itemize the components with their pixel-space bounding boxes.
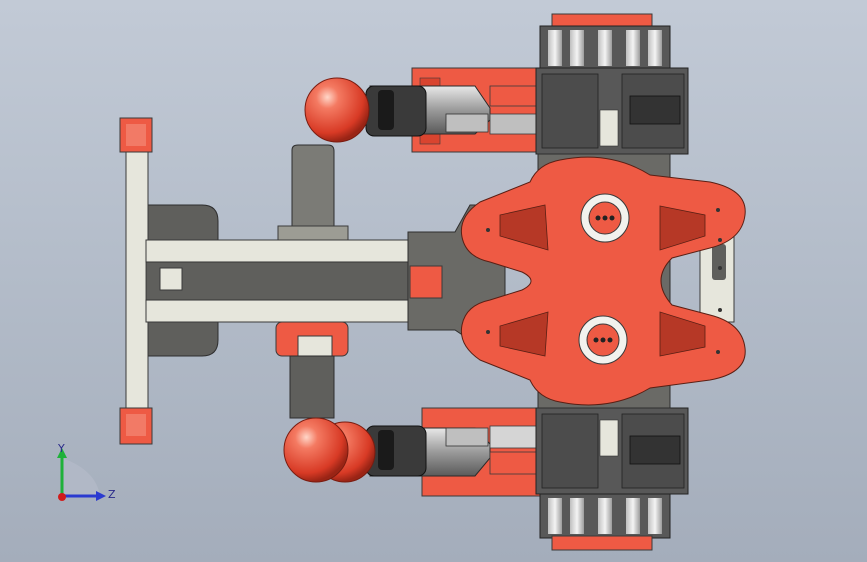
bottom-leg-assembly[interactable] <box>365 407 543 497</box>
top-leg-assembly[interactable] <box>365 67 543 153</box>
triad-plane <box>62 458 100 496</box>
x-axis-dot <box>58 493 66 501</box>
vertical-frame-tube[interactable] <box>119 117 153 445</box>
top-servo-stack[interactable] <box>535 13 689 155</box>
z-axis-label: Z <box>108 488 116 501</box>
orientation-triad: Y Z <box>57 442 116 501</box>
top-axle-bearing[interactable] <box>580 193 630 243</box>
upper-mount-fin[interactable] <box>277 144 349 241</box>
bottom-servo-stack[interactable] <box>535 407 689 551</box>
y-axis-label: Y <box>57 442 65 455</box>
y-axis-arrow <box>57 448 67 458</box>
z-axis-arrow <box>96 491 106 501</box>
top-foot-ball[interactable] <box>304 77 370 143</box>
lower-mount-fin[interactable] <box>275 321 349 419</box>
horizontal-frame-tubes[interactable] <box>145 239 413 323</box>
plate-screw-holes <box>486 208 722 354</box>
red-body-plate[interactable] <box>460 156 746 406</box>
bottom-axle-bearing[interactable] <box>578 315 628 365</box>
bottom-foot-balls[interactable] <box>283 417 376 483</box>
